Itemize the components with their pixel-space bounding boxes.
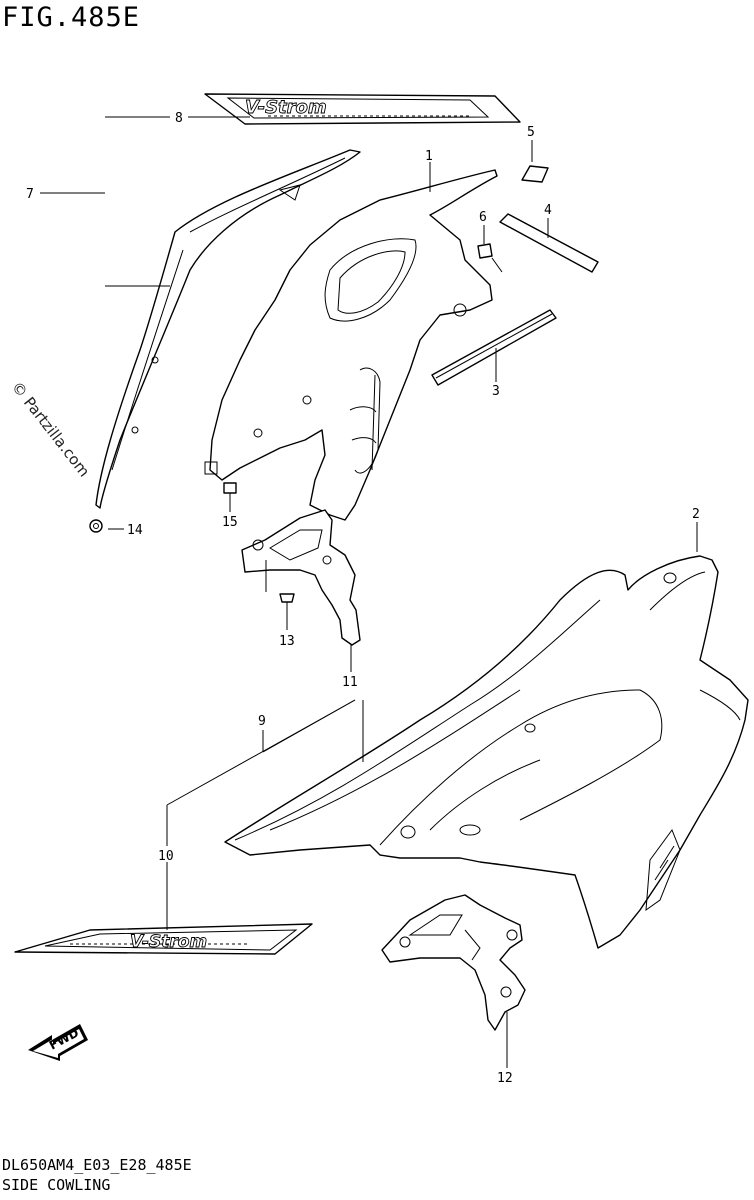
callout-15: 15 xyxy=(222,515,238,530)
figure-title: FIG.485E xyxy=(2,2,141,33)
callout-7: 7 xyxy=(26,187,34,202)
part-6-grommet[interactable] xyxy=(477,236,493,259)
callout-14: 14 xyxy=(127,523,143,538)
callout-3: 3 xyxy=(492,384,500,399)
diagram-code: DL650AM4_E03_E28_485E xyxy=(2,1156,192,1174)
callout-labels: 8 7 1 5 4 6 3 14 15 13 11 2 9 10 12 xyxy=(26,111,700,1086)
decal-lower-text: V-Strom xyxy=(130,932,207,952)
part-15-nut[interactable] xyxy=(223,482,237,494)
part-12-bracket[interactable] xyxy=(381,894,526,1031)
fwd-arrow-icon: FWD xyxy=(28,1024,88,1061)
part-10-decal-lower[interactable]: V-Strom xyxy=(14,923,313,955)
callout-13: 13 xyxy=(279,634,295,649)
callout-1: 1 xyxy=(425,149,433,164)
part-3-seal[interactable] xyxy=(431,309,557,386)
callout-4: 4 xyxy=(544,203,552,218)
part-13-rivet[interactable] xyxy=(279,593,295,612)
callout-2: 2 xyxy=(692,507,700,522)
part-4-seal[interactable] xyxy=(499,213,599,273)
callout-9: 9 xyxy=(258,714,266,729)
part-11-bracket[interactable] xyxy=(241,509,361,646)
callout-8: 8 xyxy=(175,111,183,126)
decal-upper-text: V-Strom xyxy=(245,97,327,118)
callout-12: 12 xyxy=(497,1071,513,1086)
part-8-decal-upper[interactable]: V-Strom xyxy=(204,93,521,125)
callout-10: 10 xyxy=(158,849,174,864)
part-7-trim[interactable] xyxy=(95,149,361,509)
callout-6: 6 xyxy=(479,210,487,225)
diagram-name: SIDE COWLING xyxy=(2,1176,111,1194)
part-5-pad[interactable] xyxy=(521,165,549,183)
leader-lines xyxy=(40,116,698,1068)
part-1-inner-panel[interactable] xyxy=(204,169,498,521)
callout-11: 11 xyxy=(342,675,358,690)
part-2-side-cowling[interactable] xyxy=(224,555,749,949)
part-14-rivet[interactable] xyxy=(89,519,103,533)
callout-5: 5 xyxy=(527,125,535,140)
